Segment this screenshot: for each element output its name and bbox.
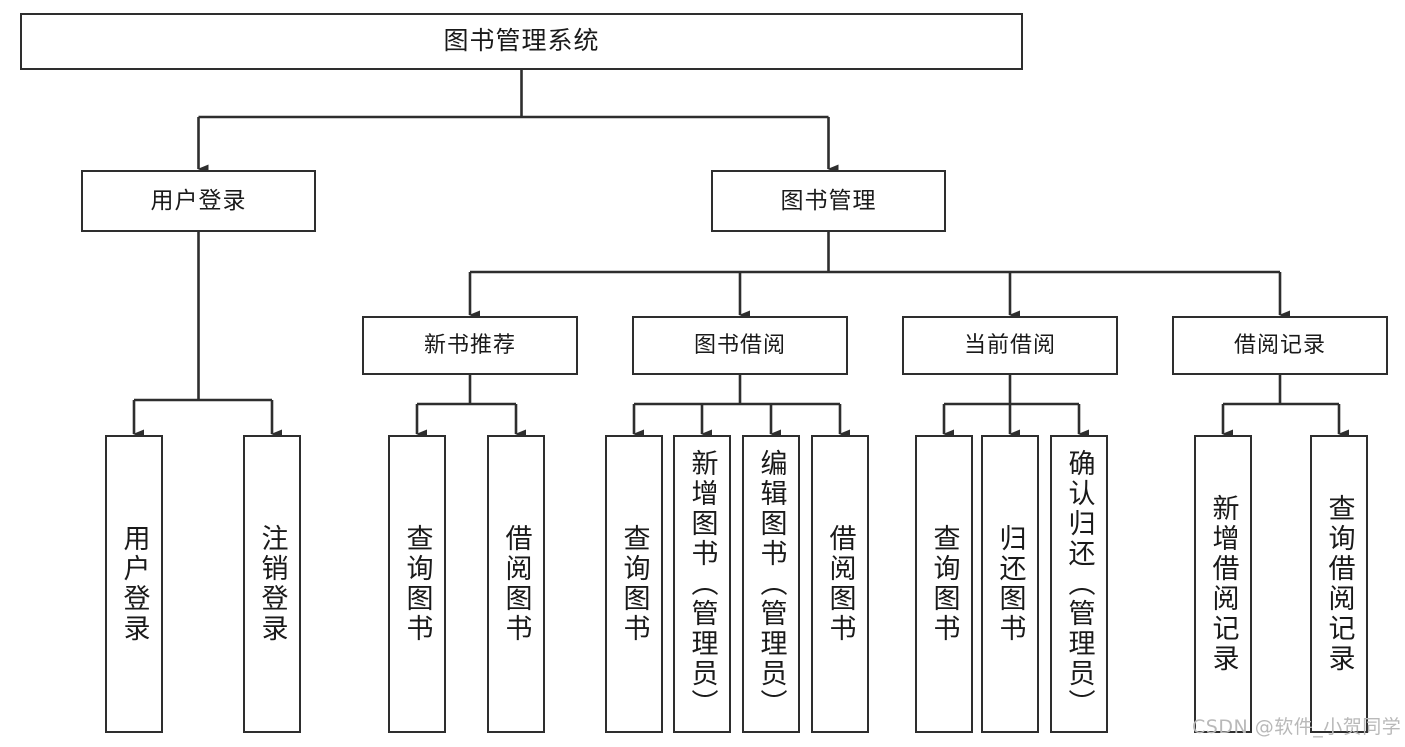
node-cur-borrow[interactable]: 当前借阅 (902, 316, 1118, 375)
node-label-leaf-3: 查询图书 (401, 524, 433, 644)
node-borrow-log[interactable]: 借阅记录 (1172, 316, 1388, 375)
node-label-leaf-10: 归还图书 (994, 524, 1026, 644)
node-user-login[interactable]: 用户登录 (81, 170, 316, 232)
node-label-leaf-9: 查询图书 (928, 524, 960, 644)
node-label-borrow-log: 借阅记录 (1233, 332, 1326, 358)
node-label-leaf-8: 借阅图书 (824, 524, 856, 644)
node-leaf-4[interactable]: 借阅图书 (487, 435, 545, 733)
node-label-leaf-11: 确认归还（管理员） (1063, 449, 1095, 719)
node-book-mgmt[interactable]: 图书管理 (711, 170, 946, 232)
node-label-user-login: 用户登录 (150, 187, 247, 214)
node-leaf-10[interactable]: 归还图书 (981, 435, 1039, 733)
node-label-leaf-13: 查询借阅记录 (1323, 494, 1355, 674)
node-leaf-7[interactable]: 编辑图书（管理员） (742, 435, 800, 733)
node-label-leaf-12: 新增借阅记录 (1207, 494, 1239, 674)
node-label-leaf-2: 注销登录 (256, 524, 288, 644)
node-label-leaf-7: 编辑图书（管理员） (755, 449, 787, 719)
node-leaf-9[interactable]: 查询图书 (915, 435, 973, 733)
node-leaf-6[interactable]: 新增图书（管理员） (673, 435, 731, 733)
node-label-cur-borrow: 当前借阅 (963, 332, 1056, 358)
node-label-leaf-4: 借阅图书 (500, 524, 532, 644)
node-root[interactable]: 图书管理系统 (20, 13, 1023, 70)
node-new-book-rec[interactable]: 新书推荐 (362, 316, 578, 375)
connector-group (132, 70, 1349, 439)
node-leaf-1[interactable]: 用户登录 (105, 435, 163, 733)
node-label-root: 图书管理系统 (443, 26, 600, 56)
node-label-book-mgmt: 图书管理 (780, 187, 877, 214)
node-label-new-book-rec: 新书推荐 (423, 332, 516, 358)
node-leaf-13[interactable]: 查询借阅记录 (1310, 435, 1368, 733)
node-label-leaf-6: 新增图书（管理员） (686, 449, 718, 719)
node-leaf-11[interactable]: 确认归还（管理员） (1050, 435, 1108, 733)
node-leaf-5[interactable]: 查询图书 (605, 435, 663, 733)
node-label-leaf-5: 查询图书 (618, 524, 650, 644)
node-label-book-borrow: 图书借阅 (693, 332, 786, 358)
node-label-leaf-1: 用户登录 (118, 524, 150, 644)
node-leaf-2[interactable]: 注销登录 (243, 435, 301, 733)
node-leaf-12[interactable]: 新增借阅记录 (1194, 435, 1252, 733)
node-book-borrow[interactable]: 图书借阅 (632, 316, 848, 375)
node-leaf-8[interactable]: 借阅图书 (811, 435, 869, 733)
node-leaf-3[interactable]: 查询图书 (388, 435, 446, 733)
